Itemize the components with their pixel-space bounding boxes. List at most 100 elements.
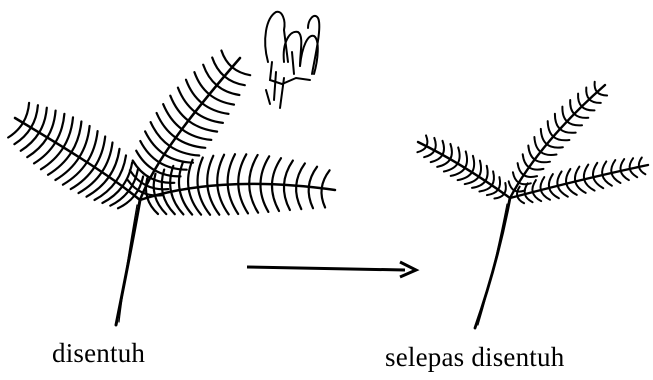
leaflet [238,154,246,184]
leaflet [555,114,560,129]
leaflet [595,82,598,92]
leaflet [485,166,487,181]
leaflet [198,158,203,188]
leaflet [163,104,182,129]
leaflet [443,141,445,155]
leaflet [519,183,531,185]
leaflet [553,137,569,141]
leaflet [39,108,47,133]
leaflet [249,155,257,184]
leaflet [602,175,612,186]
leaflet [437,159,450,167]
leaflet [170,96,188,121]
leaflet [203,65,217,86]
leaflet [424,150,435,157]
leaflet [118,196,135,209]
leaflet [217,85,240,95]
leaflet [321,188,325,207]
leaflet [157,113,176,138]
leaflet [504,183,506,194]
leaflet [431,155,443,162]
leaflet [586,88,589,100]
leaflet [558,186,568,197]
leaflet [602,161,606,175]
leaflet [272,184,279,211]
leaflet [525,194,533,202]
leaflet [575,182,585,193]
label-before-touch: disentuh [52,338,145,369]
leaflet [612,173,621,183]
leaflet [155,170,181,176]
leaflet [472,156,474,172]
leaflet [639,167,645,174]
leaflet [593,177,603,188]
leaflet [534,137,540,152]
leaflet [557,171,561,185]
leaflet [146,186,168,190]
leaflet [487,190,498,196]
leaflet [562,107,567,122]
leaflet [547,144,563,147]
leaflet [170,166,173,192]
leaflet [582,107,595,111]
leaflet [566,169,570,184]
leaflet [584,179,594,190]
leaflet [574,114,588,118]
leaflet [494,194,504,199]
leaflet [458,147,460,163]
leaflet [541,129,547,144]
leaflet [71,122,81,153]
leaflet [479,185,492,191]
leaflet [272,158,281,184]
leaflet [589,99,601,103]
leaflet [541,152,557,155]
leaflet [560,129,576,133]
leaflet [597,92,607,95]
leaflet [202,103,228,114]
leaflet [182,129,211,140]
leaflet [164,154,193,162]
leaflet [217,155,224,186]
leaflet [151,122,170,146]
leaflet [221,51,232,68]
leaflet [518,163,524,175]
leaflet [578,94,582,107]
leaflet [309,187,313,208]
leaflet [296,186,301,209]
leaflet [533,192,542,201]
leaflet [238,184,248,213]
leaflet [188,121,217,132]
leaflet [584,165,588,180]
leaflet [195,112,223,123]
leaflet [224,76,244,85]
leaflet [566,184,576,195]
leaflet [426,135,427,146]
leaflet [549,174,553,188]
leaflet [232,67,250,75]
leaflet [31,105,38,127]
leaflet [567,121,582,125]
leaflet [284,161,293,185]
leaflet [535,160,550,163]
leaflet [207,156,213,186]
plant-after-touch [417,82,648,328]
leaflet [549,188,559,198]
leaflet [188,160,193,189]
leaflet [434,138,435,151]
leaflet [8,123,23,138]
leaflet [529,167,544,169]
leaflet [212,58,224,77]
leaflet [417,146,426,152]
leaflet [170,146,199,155]
leaflet [228,154,235,184]
leaflet [249,184,258,213]
leaflet [514,190,525,191]
leaflet [217,185,228,214]
leaflet [260,184,268,212]
leaflet [492,171,494,185]
leaflet [524,175,537,177]
leaflet [630,169,637,177]
leaflet [517,196,524,203]
